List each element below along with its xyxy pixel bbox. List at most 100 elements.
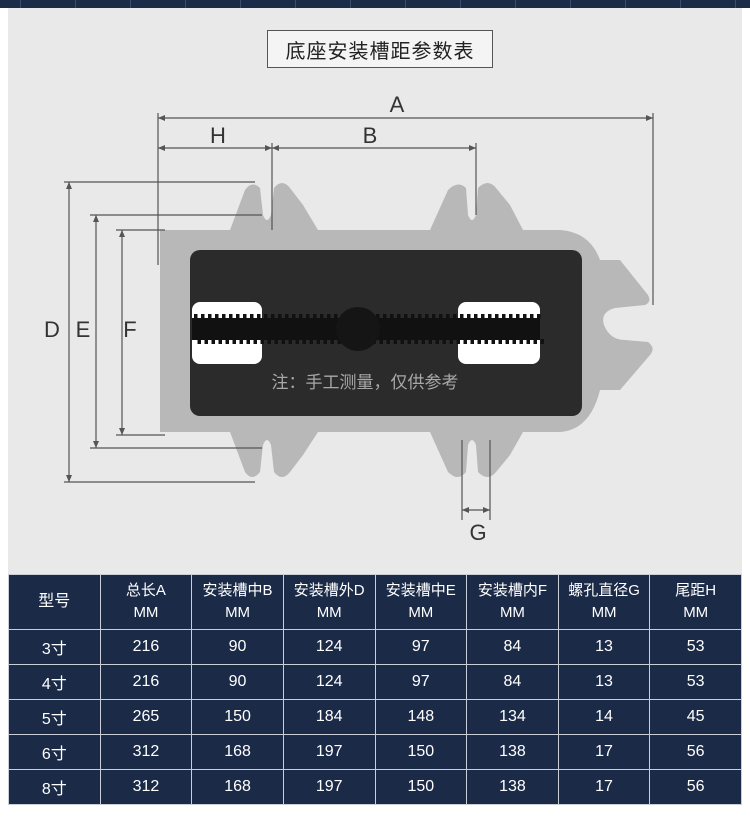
thread-tooth bbox=[330, 339, 334, 344]
thread-tooth bbox=[474, 314, 478, 319]
cell-g: 13 bbox=[557, 629, 651, 665]
thread-tooth bbox=[292, 314, 296, 319]
thread-tooth bbox=[218, 339, 222, 344]
top-tick bbox=[130, 0, 131, 8]
cell-model: 5寸 bbox=[8, 699, 101, 735]
table-row: 6寸 312 168 197 150 138 17 56 bbox=[8, 734, 742, 770]
thread-tooth bbox=[537, 314, 541, 319]
dim-label-d: D bbox=[44, 317, 60, 342]
thread-tooth bbox=[232, 339, 236, 344]
thread-tooth bbox=[456, 339, 460, 344]
cell-b: 168 bbox=[191, 769, 284, 805]
thread-tooth bbox=[320, 314, 324, 319]
cell-f: 84 bbox=[466, 664, 559, 700]
dim-label-a: A bbox=[390, 92, 405, 117]
thread-tooth bbox=[379, 339, 383, 344]
thread-tooth bbox=[498, 339, 502, 344]
cell-d: 124 bbox=[282, 629, 376, 665]
thread-tooth bbox=[533, 339, 537, 344]
thread-tooth bbox=[281, 339, 285, 344]
thread-tooth bbox=[540, 339, 544, 344]
thread-tooth bbox=[435, 339, 439, 344]
thread-tooth bbox=[204, 339, 208, 344]
cell-a: 216 bbox=[99, 629, 193, 665]
thread-tooth bbox=[418, 314, 422, 319]
thread-tooth bbox=[488, 314, 492, 319]
thread-tooth bbox=[463, 339, 467, 344]
top-tick bbox=[735, 0, 736, 8]
cell-e: 97 bbox=[374, 629, 468, 665]
cell-h: 45 bbox=[649, 699, 742, 735]
header-model: 型号 bbox=[8, 574, 101, 630]
vise-base-diagram: 注：手工测量，仅供参考 A bbox=[44, 92, 654, 545]
thread-tooth bbox=[470, 339, 474, 344]
thread-tooth bbox=[481, 314, 485, 319]
thread-tooth bbox=[267, 339, 271, 344]
table-row: 5寸 265 150 184 148 134 14 45 bbox=[8, 699, 742, 735]
cell-a: 216 bbox=[99, 664, 193, 700]
thread-tooth bbox=[197, 339, 201, 344]
thread-tooth bbox=[211, 339, 215, 344]
thread-tooth bbox=[516, 314, 520, 319]
thread-tooth bbox=[316, 339, 320, 344]
cell-a: 265 bbox=[99, 699, 193, 735]
cell-h: 53 bbox=[649, 629, 742, 665]
cell-e: 150 bbox=[374, 769, 468, 805]
cell-f: 84 bbox=[466, 629, 559, 665]
top-tick bbox=[350, 0, 351, 8]
cell-model: 8寸 bbox=[8, 769, 101, 805]
measurement-note: 注：手工测量，仅供参考 bbox=[272, 373, 459, 392]
thread-tooth bbox=[327, 314, 331, 319]
thread-tooth bbox=[309, 339, 313, 344]
thread-tooth bbox=[229, 314, 233, 319]
table-row: 4寸 216 90 124 97 84 13 53 bbox=[8, 664, 742, 700]
thread-tooth bbox=[334, 314, 338, 319]
thread-tooth bbox=[400, 339, 404, 344]
thread-tooth bbox=[428, 339, 432, 344]
thread-tooth bbox=[467, 314, 471, 319]
cell-e: 148 bbox=[374, 699, 468, 735]
cell-model: 6寸 bbox=[8, 734, 101, 770]
thread-tooth bbox=[502, 314, 506, 319]
thread-tooth bbox=[453, 314, 457, 319]
top-tick bbox=[75, 0, 76, 8]
thread-tooth bbox=[201, 314, 205, 319]
top-border-strip bbox=[0, 0, 750, 8]
thread-tooth bbox=[194, 314, 198, 319]
thread-tooth bbox=[505, 339, 509, 344]
thread-tooth bbox=[393, 339, 397, 344]
thread-tooth bbox=[530, 314, 534, 319]
cell-g: 14 bbox=[557, 699, 651, 735]
dim-label-b: B bbox=[363, 123, 378, 148]
thread-tooth bbox=[414, 339, 418, 344]
top-tick bbox=[240, 0, 241, 8]
dim-label-h: H bbox=[210, 123, 226, 148]
thread-tooth bbox=[383, 314, 387, 319]
thread-tooth bbox=[446, 314, 450, 319]
cell-d: 197 bbox=[282, 734, 376, 770]
cell-b: 90 bbox=[191, 629, 284, 665]
cell-b: 90 bbox=[191, 664, 284, 700]
thread-tooth bbox=[439, 314, 443, 319]
cell-g: 17 bbox=[557, 734, 651, 770]
thread-tooth bbox=[246, 339, 250, 344]
table-row: 3寸 216 90 124 97 84 13 53 bbox=[8, 629, 742, 665]
thread-tooth bbox=[512, 339, 516, 344]
cell-h: 56 bbox=[649, 769, 742, 805]
thread-tooth bbox=[299, 314, 303, 319]
cell-e: 150 bbox=[374, 734, 468, 770]
thread-tooth bbox=[432, 314, 436, 319]
cell-f: 138 bbox=[466, 769, 559, 805]
cell-h: 56 bbox=[649, 734, 742, 770]
thread-tooth bbox=[250, 314, 254, 319]
thread-tooth bbox=[285, 314, 289, 319]
table-row: 8寸 312 168 197 150 138 17 56 bbox=[8, 769, 742, 805]
